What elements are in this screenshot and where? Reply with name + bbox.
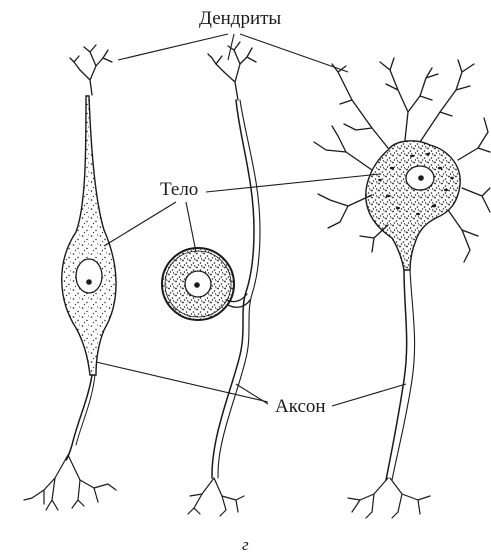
bipolar-axon-terminals — [24, 455, 116, 510]
dendrites-pointer-left — [118, 34, 228, 60]
multipolar-nucleolus — [418, 175, 424, 181]
figure-caption: г — [242, 536, 249, 553]
body-label: Тело — [160, 180, 198, 199]
unipolar-neuron — [162, 42, 260, 516]
body-pointer-middle — [186, 202, 196, 252]
bipolar-nucleolus — [86, 279, 92, 285]
bipolar-nucleus — [76, 259, 102, 293]
bipolar-cell-body — [62, 96, 116, 375]
multipolar-cell-body — [366, 141, 460, 270]
label-pointers — [96, 34, 406, 406]
dendrites-label: Дендриты — [199, 9, 281, 28]
bipolar-dendrites — [70, 45, 112, 95]
axon-pointer-right — [332, 384, 406, 406]
axon-label: Аксон — [275, 397, 326, 416]
multipolar-axon — [386, 270, 407, 480]
bipolar-neuron — [24, 45, 116, 510]
dendrites-pointer-right — [240, 34, 348, 72]
unipolar-axon-terminals — [188, 478, 244, 516]
multipolar-axon-terminals — [348, 478, 430, 518]
multipolar-neuron — [314, 58, 490, 518]
body-pointer-left — [104, 202, 176, 246]
unipolar-nucleolus — [194, 282, 200, 288]
unipolar-dendrites — [208, 42, 256, 100]
axon-pointer-left — [96, 362, 268, 402]
body-pointer-right — [206, 174, 380, 192]
bipolar-axon — [66, 375, 92, 460]
axon-pointer-middle — [236, 384, 268, 404]
